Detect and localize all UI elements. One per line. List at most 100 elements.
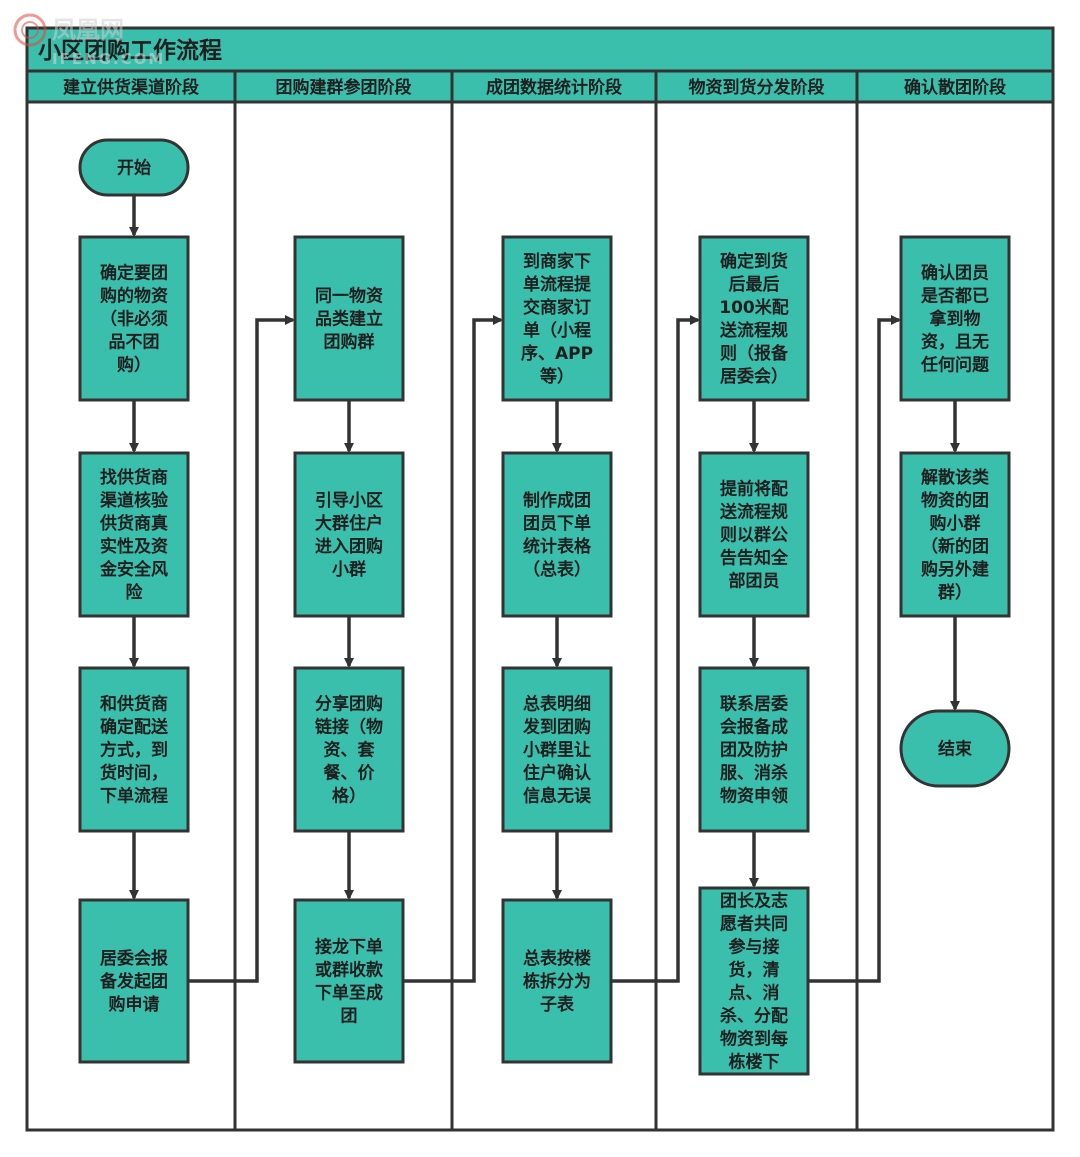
node-text-line: 制作成团: [523, 490, 591, 511]
node-text-line: 联系居委: [720, 694, 788, 715]
node-text-line: 总表按楼: [523, 948, 591, 969]
node-text-line: 到商家下: [523, 251, 591, 272]
node-text-line: 居委会）: [720, 366, 788, 387]
process-shape: [899, 451, 1011, 618]
node-text-line: 提前将配: [720, 479, 788, 500]
node-text-line: 群）: [938, 582, 972, 603]
lane-layer: 建立供货渠道阶段团购建群参团阶段成团数据统计阶段物资到货分发阶段确认散团阶段: [63, 71, 1006, 1130]
node-text-line: 链接（物: [315, 717, 383, 738]
node-text-line: 部团员: [729, 571, 780, 592]
node-text-line: 接龙下单: [315, 937, 383, 958]
node-text-line: 购的物资: [100, 286, 168, 307]
process-shape: [501, 235, 613, 402]
node-text-line: 进入团购: [315, 536, 383, 557]
node-text-line: 栋拆分为: [523, 971, 591, 992]
node-text-line: 团长及志: [720, 891, 788, 912]
node-text-line: 同一物资: [315, 286, 383, 307]
node-text-line: 下单流程: [100, 786, 168, 807]
node-text-line: 物资申领: [720, 786, 788, 807]
node-text-line: 参与接: [729, 937, 780, 958]
node-text-line: 货，清: [729, 960, 780, 981]
node-text-line: 货时间，: [100, 763, 168, 784]
node-text-line: 点、消: [729, 983, 780, 1004]
node-text-line: 购小群: [930, 513, 981, 534]
process-shape: [78, 451, 190, 618]
node-text-line: 购）: [117, 355, 151, 376]
node-text-line: 拿到物: [929, 309, 981, 330]
process-shape: [293, 898, 405, 1064]
diagram-title: 小区团购工作流程: [38, 37, 222, 64]
node-text-line: 团及防护: [720, 740, 788, 761]
lane-header-1: 建立供货渠道阶段: [63, 77, 199, 98]
node-text-line: 服、消杀: [720, 763, 788, 784]
node-text-line: 送流程规: [720, 502, 788, 523]
watermark-brand: 凤凰网: [52, 16, 124, 44]
node-text-line: 下单至成: [315, 983, 383, 1004]
node-text-line: 确认团员: [921, 263, 989, 284]
node-text-line: 险: [126, 582, 144, 603]
node-text-line: 团购群: [324, 332, 375, 353]
node-text-line: 格）: [332, 786, 366, 807]
node-text-line: 后最后: [729, 275, 780, 295]
process-shape: [698, 451, 810, 618]
node-text-line: 小群里让: [523, 740, 591, 761]
flow-arrow-n2_4-to-n3_1: [403, 315, 503, 983]
node-text-line: 确定到货: [720, 251, 788, 272]
node-text-line: 发到团购: [522, 717, 591, 738]
node-text-line: 购申请: [109, 994, 160, 1015]
lane-header-5: 确认散团阶段: [904, 77, 1006, 98]
node-text-line: 资、套: [324, 740, 376, 761]
terminal-end: 结束: [899, 709, 1011, 788]
node-text-line: 单流程提: [523, 274, 592, 295]
watermark-logo: 凤凰网 IFENG.COM: [13, 13, 165, 68]
node-text-line: 大群住户: [315, 513, 383, 534]
node-text-line: 分享团购: [315, 694, 383, 715]
node-text-line: 100米配: [719, 297, 789, 318]
node-text-line: 则（报备: [720, 343, 789, 364]
node-text-line: 则以群公: [720, 525, 788, 546]
node-text-line: 备发起团: [99, 971, 168, 992]
node-text-line: 方式，到: [100, 740, 168, 761]
node-text-line: 交商家订: [523, 297, 591, 318]
node-text-line: 任何问题: [920, 355, 990, 376]
node-text-line: 品类建立: [315, 309, 383, 330]
node-text-line: 购另外建: [921, 559, 989, 580]
node-text-line: 会报备成: [720, 717, 788, 738]
node-text-line: 供货商真: [99, 513, 168, 534]
lane-header-4: 物资到货分发阶段: [689, 77, 825, 98]
node-text-line: 开始: [117, 158, 151, 179]
process-shape: [293, 235, 405, 402]
node-text-line: 或群收款: [315, 960, 384, 981]
node-text-line: （总表）: [523, 559, 591, 580]
process-shape: [78, 666, 190, 833]
node-text-line: 团员下单: [523, 513, 591, 534]
node-text-line: 物资的团: [921, 490, 989, 511]
node-text-line: 找供货商: [100, 467, 168, 488]
node-text-line: 等）: [540, 366, 574, 387]
node-text-line: 子表: [540, 994, 575, 1015]
lane-header-3: 成团数据统计阶段: [486, 77, 622, 98]
node-text-line: 金安全风: [99, 559, 168, 580]
node-text-line: 引导小区: [315, 491, 383, 511]
terminal-shape: [78, 138, 190, 197]
process-shape: [698, 235, 810, 402]
node-text-line: 序、APP: [521, 343, 593, 364]
watermark-domain: IFENG.COM: [52, 50, 165, 68]
node-text-line: 信息无误: [523, 786, 592, 807]
node-text-line: 物资到每: [720, 1029, 788, 1050]
node-text-line: 住户确认: [523, 763, 592, 784]
